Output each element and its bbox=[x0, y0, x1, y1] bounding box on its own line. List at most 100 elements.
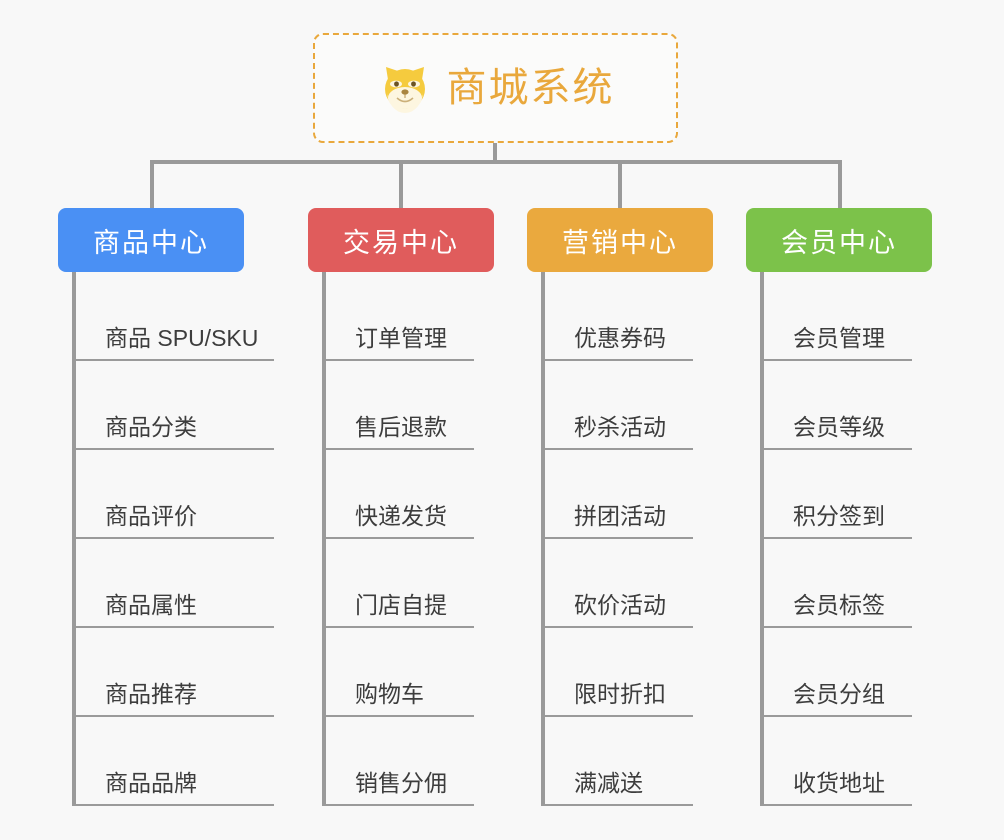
branch-column-marketing-center: 营销中心优惠券码秒杀活动拼团活动砍价活动限时折扣满减送 bbox=[527, 208, 713, 806]
connector-spine-product-center bbox=[72, 272, 76, 806]
leaf-item-underline bbox=[322, 715, 474, 717]
leaf-item-underline bbox=[322, 804, 474, 806]
leaf-item-label: 拼团活动 bbox=[574, 503, 666, 529]
leaf-item-underline bbox=[541, 359, 693, 361]
connector-spine-marketing-center bbox=[541, 272, 545, 806]
category-box-marketing-center[interactable]: 营销中心 bbox=[527, 208, 713, 272]
leaf-item[interactable]: 商品 SPU/SKU bbox=[58, 272, 274, 361]
connector-drop-product-center bbox=[150, 160, 154, 208]
leaf-item[interactable]: 会员管理 bbox=[746, 272, 932, 361]
leaf-item[interactable]: 会员等级 bbox=[746, 361, 932, 450]
leaf-item-underline bbox=[72, 804, 274, 806]
leaf-item[interactable]: 满减送 bbox=[527, 717, 713, 806]
leaf-item-underline bbox=[541, 626, 693, 628]
leaf-item[interactable]: 会员标签 bbox=[746, 539, 932, 628]
leaf-item-label: 门店自提 bbox=[355, 592, 447, 618]
leaf-item-underline bbox=[322, 359, 474, 361]
category-box-member-center[interactable]: 会员中心 bbox=[746, 208, 932, 272]
leaf-item-label: 限时折扣 bbox=[574, 681, 666, 707]
leaf-item[interactable]: 快递发货 bbox=[308, 450, 494, 539]
leaf-item-underline bbox=[72, 359, 274, 361]
connector-drop-member-center bbox=[838, 160, 842, 208]
leaf-item-label: 商品推荐 bbox=[105, 681, 197, 707]
category-box-product-center[interactable]: 商品中心 bbox=[58, 208, 244, 272]
connector-root-stem bbox=[493, 143, 497, 162]
leaf-item[interactable]: 商品分类 bbox=[58, 361, 274, 450]
leaf-item-underline bbox=[760, 537, 912, 539]
category-label: 交易中心 bbox=[343, 227, 459, 258]
leaf-item-label: 商品分类 bbox=[105, 414, 197, 440]
leaf-item[interactable]: 收货地址 bbox=[746, 717, 932, 806]
leaf-item-underline bbox=[72, 537, 274, 539]
connector-drop-marketing-center bbox=[618, 160, 622, 208]
dog-face-icon bbox=[377, 60, 433, 116]
leaf-item-label: 商品品牌 bbox=[105, 770, 197, 796]
leaf-item[interactable]: 销售分佣 bbox=[308, 717, 494, 806]
leaf-item-underline bbox=[322, 626, 474, 628]
leaf-item-underline bbox=[760, 448, 912, 450]
leaf-item-label: 商品 SPU/SKU bbox=[105, 325, 259, 351]
leaf-item-underline bbox=[541, 715, 693, 717]
leaf-item-underline bbox=[760, 626, 912, 628]
root-node-shopping-mall-system[interactable]: 商城系统 bbox=[313, 33, 678, 143]
leaf-list-trade-center: 订单管理售后退款快递发货门店自提购物车销售分佣 bbox=[308, 272, 494, 806]
leaf-item[interactable]: 商品评价 bbox=[58, 450, 274, 539]
leaf-item[interactable]: 售后退款 bbox=[308, 361, 494, 450]
leaf-item[interactable]: 商品属性 bbox=[58, 539, 274, 628]
leaf-item-underline bbox=[541, 537, 693, 539]
root-title: 商城系统 bbox=[446, 66, 615, 110]
leaf-item-underline bbox=[72, 626, 274, 628]
leaf-item-label: 快递发货 bbox=[355, 503, 447, 529]
leaf-item-label: 积分签到 bbox=[793, 503, 885, 529]
leaf-item-label: 购物车 bbox=[355, 681, 424, 707]
leaf-item-underline bbox=[760, 804, 912, 806]
branch-column-trade-center: 交易中心订单管理售后退款快递发货门店自提购物车销售分佣 bbox=[308, 208, 494, 806]
leaf-item[interactable]: 优惠券码 bbox=[527, 272, 713, 361]
leaf-item-underline bbox=[760, 715, 912, 717]
leaf-item-label: 秒杀活动 bbox=[574, 414, 666, 440]
connector-drop-trade-center bbox=[399, 160, 403, 208]
leaf-item[interactable]: 订单管理 bbox=[308, 272, 494, 361]
leaf-item-label: 会员等级 bbox=[793, 414, 885, 440]
branch-column-product-center: 商品中心商品 SPU/SKU 商品分类商品评价商品属性商品推荐商品品牌 bbox=[58, 208, 274, 806]
leaf-item-underline bbox=[760, 359, 912, 361]
leaf-item[interactable]: 购物车 bbox=[308, 628, 494, 717]
leaf-item-label: 会员分组 bbox=[793, 681, 885, 707]
category-label: 营销中心 bbox=[562, 227, 678, 258]
connector-spine-trade-center bbox=[322, 272, 326, 806]
connector-spine-member-center bbox=[760, 272, 764, 806]
leaf-item-underline bbox=[541, 448, 693, 450]
leaf-item-label: 订单管理 bbox=[355, 325, 447, 351]
leaf-item-label: 销售分佣 bbox=[355, 770, 447, 796]
leaf-item-label: 砍价活动 bbox=[574, 592, 666, 618]
leaf-item-underline bbox=[322, 448, 474, 450]
branch-column-member-center: 会员中心会员管理会员等级积分签到会员标签会员分组收货地址 bbox=[746, 208, 932, 806]
leaf-item[interactable]: 积分签到 bbox=[746, 450, 932, 539]
leaf-item[interactable]: 商品品牌 bbox=[58, 717, 274, 806]
leaf-item-underline bbox=[72, 715, 274, 717]
leaf-item-underline bbox=[541, 804, 693, 806]
leaf-item-underline bbox=[72, 448, 274, 450]
leaf-item-label: 会员管理 bbox=[793, 325, 885, 351]
leaf-item-label: 会员标签 bbox=[793, 592, 885, 618]
leaf-item[interactable]: 拼团活动 bbox=[527, 450, 713, 539]
leaf-item[interactable]: 会员分组 bbox=[746, 628, 932, 717]
leaf-list-product-center: 商品 SPU/SKU 商品分类商品评价商品属性商品推荐商品品牌 bbox=[58, 272, 274, 806]
category-label: 商品中心 bbox=[93, 227, 209, 258]
category-box-trade-center[interactable]: 交易中心 bbox=[308, 208, 494, 272]
connector-horizontal-bus bbox=[150, 160, 842, 164]
leaf-item-label: 售后退款 bbox=[355, 414, 447, 440]
leaf-item[interactable]: 门店自提 bbox=[308, 539, 494, 628]
leaf-list-marketing-center: 优惠券码秒杀活动拼团活动砍价活动限时折扣满减送 bbox=[527, 272, 713, 806]
leaf-item[interactable]: 秒杀活动 bbox=[527, 361, 713, 450]
leaf-item-label: 商品属性 bbox=[105, 592, 197, 618]
leaf-item-underline bbox=[322, 537, 474, 539]
category-label: 会员中心 bbox=[781, 227, 897, 258]
leaf-item-label: 收货地址 bbox=[793, 770, 885, 796]
leaf-item[interactable]: 砍价活动 bbox=[527, 539, 713, 628]
leaf-item-label: 商品评价 bbox=[105, 503, 197, 529]
leaf-item[interactable]: 限时折扣 bbox=[527, 628, 713, 717]
leaf-item[interactable]: 商品推荐 bbox=[58, 628, 274, 717]
leaf-list-member-center: 会员管理会员等级积分签到会员标签会员分组收货地址 bbox=[746, 272, 932, 806]
